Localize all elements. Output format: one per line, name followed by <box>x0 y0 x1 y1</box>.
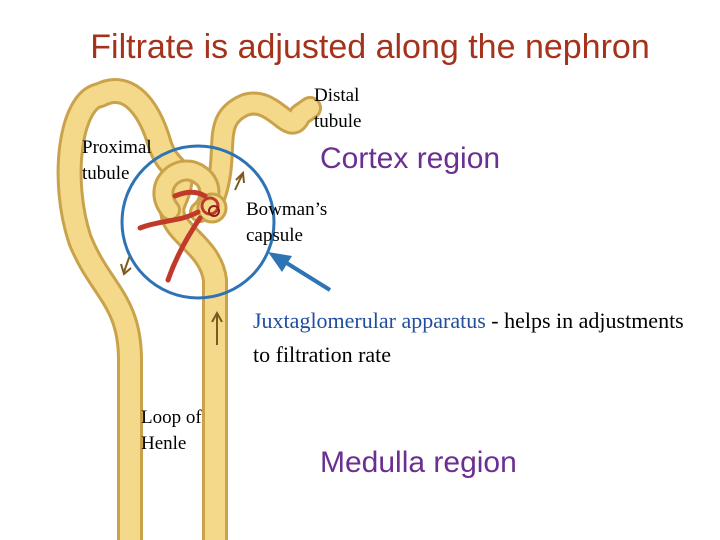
nephron-tubule <box>56 78 322 540</box>
glomerulus <box>196 192 228 224</box>
cortex-region-label: Cortex region <box>320 142 501 175</box>
slide-title: Filtrate is adjusted along the nephron <box>90 28 650 66</box>
proximal-tubule-label: Proximal tubule <box>82 137 152 184</box>
distal-tubule-label: Distal tubule <box>314 85 362 132</box>
juxtaglomerular-note: Juxtaglomerular apparatus - helps in adj… <box>253 304 693 372</box>
loop-of-henle-label: Loop of Henle <box>141 407 202 454</box>
blood-vessels <box>137 189 208 283</box>
juxtaglomerular-description: - helps in adjustments to filtration rat… <box>253 308 684 367</box>
pointer-arrow <box>268 252 332 292</box>
medulla-region-label: Medulla region <box>320 446 517 479</box>
flow-arrows <box>120 170 245 345</box>
highlight-circle <box>120 144 276 300</box>
juxtaglomerular-term: Juxtaglomerular apparatus <box>253 308 486 333</box>
bowmans-capsule-label: Bowman’s capsule <box>246 199 328 246</box>
